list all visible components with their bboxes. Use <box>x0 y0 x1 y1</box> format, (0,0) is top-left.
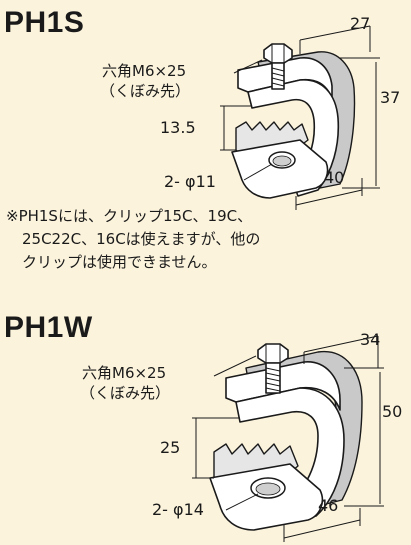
ph1w-hole-label: 2- φ14 <box>152 500 204 519</box>
ph1s-dimensions <box>220 25 380 210</box>
ph1w-bolt-label-line2: （くぼみ先） <box>80 384 171 402</box>
ph1w-dim-height: 50 <box>382 402 403 421</box>
compatibility-note: ※PH1Sには、クリップ15C、19C、 25C22C、16Cは使えますが、他の… <box>6 205 406 274</box>
ph1w-dim-length: 46 <box>318 496 339 515</box>
ph1s-dim-inner: 13.5 <box>160 118 196 137</box>
ph1s-dim-length: 40 <box>324 168 345 187</box>
note-line-3: クリップは使用できません。 <box>22 253 217 271</box>
ph1w-dimensions <box>192 335 384 542</box>
ph1s-bolt-label-line2: （くぼみ先） <box>100 82 191 100</box>
ph1s-bolt-label-line1: 六角M6×25 <box>102 62 187 80</box>
ph1w-bolt-label-line1: 六角M6×25 <box>82 364 167 382</box>
ph1s-dim-width: 27 <box>350 14 371 33</box>
ph1w-drawing <box>209 343 363 531</box>
ph1s-drawing <box>231 43 356 199</box>
note-line-1: ※PH1Sには、クリップ15C、19C、 <box>6 207 253 225</box>
ph1s-title: PH1S <box>4 6 85 39</box>
ph1w-dim-width: 34 <box>360 330 381 349</box>
ph1s-hole-label: 2- φ11 <box>164 172 216 191</box>
note-line-2: 25C22C、16Cは使えますが、他の <box>22 230 261 248</box>
ph1w-dim-inner: 25 <box>160 438 181 457</box>
ph1s-dim-height: 37 <box>380 88 401 107</box>
ph1w-title: PH1W <box>4 311 93 344</box>
